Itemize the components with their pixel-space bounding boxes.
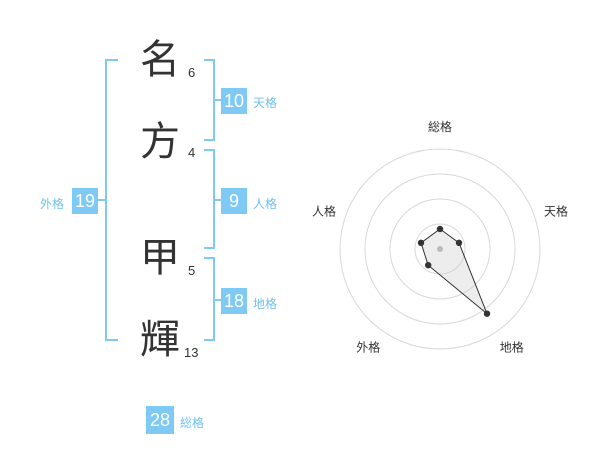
jinkaku-label: 人格: [253, 197, 278, 211]
radar-area: [421, 229, 487, 314]
radar-axis-label: 外格: [356, 340, 380, 355]
name-char-1: 名: [140, 37, 180, 83]
name-char-4: 輝: [140, 317, 180, 363]
chikaku-value: 18: [221, 288, 247, 314]
radar-axis-label: 総格: [428, 119, 452, 134]
radar-axis-label: 地格: [500, 340, 524, 355]
gaikaku-value: 19: [72, 188, 98, 214]
tenkaku-label: 天格: [253, 96, 278, 110]
radar-center: [437, 246, 443, 252]
gaikaku-label: 外格: [40, 197, 65, 211]
radar-point: [436, 225, 444, 233]
radar-point: [455, 239, 463, 246]
name-char-2-strokes: 4: [188, 145, 196, 160]
soukaku-value: 28: [146, 406, 174, 434]
radar-ring: [339, 148, 541, 350]
radar-ring: [364, 173, 516, 325]
radar-outline: [420, 228, 488, 315]
name-char-1-strokes: 6: [188, 65, 196, 80]
name-char-3: 甲: [140, 235, 180, 281]
radar-axis-label: 天格: [544, 203, 568, 218]
name-char-2: 方: [140, 119, 180, 165]
chikaku-label: 地格: [253, 297, 278, 311]
radar-point: [417, 239, 425, 246]
radar-axis-label: 人格: [312, 203, 336, 218]
radar-point: [483, 310, 491, 317]
name-char-4-strokes: 13: [184, 345, 199, 360]
jinkaku-value: 9: [221, 188, 247, 214]
soukaku-label: 総格: [180, 416, 205, 430]
radar-point: [425, 262, 432, 269]
radar-ring: [389, 198, 491, 300]
radar-ring: [414, 223, 466, 275]
tenkaku-value: 10: [221, 88, 247, 114]
name-char-3-strokes: 5: [188, 263, 196, 278]
